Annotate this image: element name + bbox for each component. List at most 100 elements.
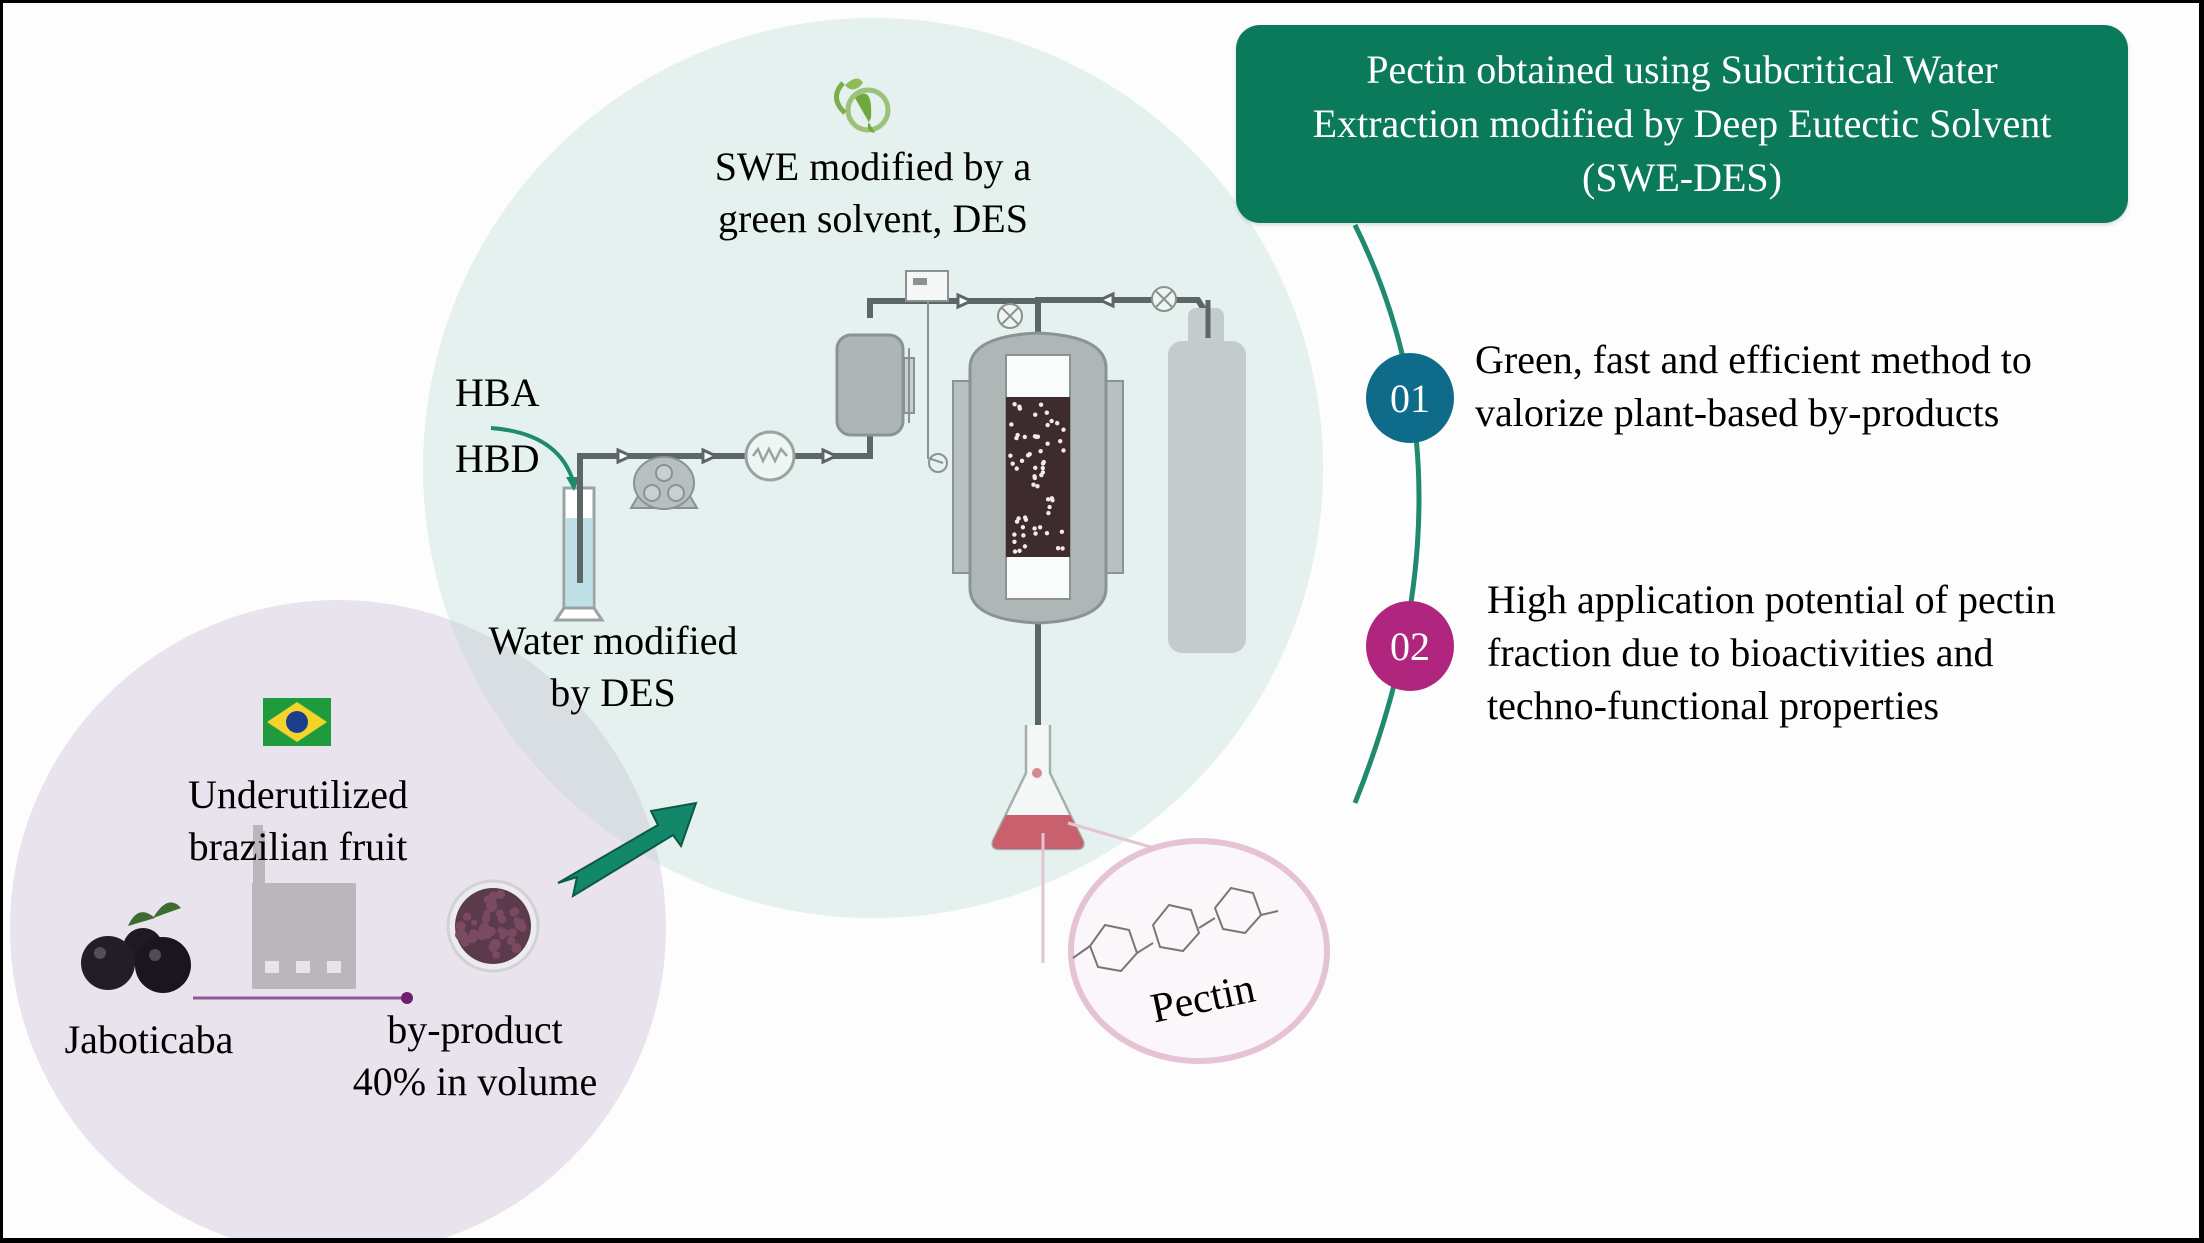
jaboticaba-fruit-icon xyxy=(81,902,191,993)
water-label-line-2: by DES xyxy=(550,670,676,715)
summary-header: Pectin obtained using Subcritical Water … xyxy=(1236,25,2128,223)
point-01-line-2: valorize plant-based by-products xyxy=(1475,390,2000,435)
point-02-line-2: fraction due to bioactivities and xyxy=(1487,630,1994,675)
particle xyxy=(1044,410,1050,415)
particle xyxy=(1017,404,1022,409)
water-label-line-1: Water modified xyxy=(488,618,738,663)
process-title: SWE modified by a green solvent, DES xyxy=(683,141,1063,245)
source-title-line-1: Underutilized xyxy=(188,772,408,817)
byproduct-connector xyxy=(193,992,413,1004)
byproduct-grain xyxy=(497,915,507,924)
timeline-arc xyxy=(1352,223,1422,804)
byproduct-label: by-product 40% in volume xyxy=(325,1004,625,1108)
particle xyxy=(1037,525,1043,530)
particle xyxy=(1047,504,1052,510)
green-earth-leaf-icon xyxy=(834,78,891,133)
solvent-reservoir xyxy=(835,333,915,437)
water-modified-label: Water modified by DES xyxy=(463,615,763,719)
byproduct-line-1: by-product xyxy=(387,1007,563,1052)
byproduct-grain xyxy=(500,928,510,938)
byproduct-line-2: 40% in volume xyxy=(352,1059,598,1104)
particle xyxy=(1045,497,1051,502)
hba-hbd-arrow xyxy=(490,426,575,482)
heat-exchanger xyxy=(744,430,796,482)
byproduct-grain xyxy=(506,936,516,946)
particle xyxy=(1038,449,1043,454)
byproduct-grain xyxy=(517,920,525,928)
valve-2 xyxy=(1151,286,1177,312)
particle xyxy=(1020,525,1026,530)
byproduct-grain xyxy=(513,916,520,923)
byproduct-grain xyxy=(488,891,498,901)
particle xyxy=(1012,539,1017,544)
point-02-badge: 02 xyxy=(1366,601,1454,691)
particle xyxy=(1033,412,1038,417)
byproduct-grain xyxy=(471,919,478,926)
particle xyxy=(1049,418,1054,424)
byproduct-grain xyxy=(510,907,520,916)
particle xyxy=(1019,458,1025,464)
collection-flask xyxy=(991,725,1085,851)
byproduct-grain xyxy=(483,909,491,918)
particle xyxy=(1049,496,1055,501)
valve-1 xyxy=(997,303,1023,329)
particle xyxy=(1012,532,1017,537)
pump xyxy=(629,456,699,510)
process-title-line-2: green solvent, DES xyxy=(718,196,1028,241)
pectin-structure xyxy=(1072,886,1279,973)
point-01-badge: 01 xyxy=(1366,353,1454,443)
particle xyxy=(1038,402,1044,407)
particle xyxy=(1035,484,1040,489)
swe-apparatus-diagram xyxy=(81,78,1330,1064)
byproduct-grain xyxy=(460,937,470,947)
byproduct-grain xyxy=(455,921,466,932)
pectin-bubble xyxy=(1068,838,1330,1064)
source-title-line-2: brazilian fruit xyxy=(188,824,408,869)
particle xyxy=(1022,434,1027,440)
particle xyxy=(1059,529,1065,534)
byproduct-grain xyxy=(462,912,472,921)
factory-icon xyxy=(252,825,356,989)
point-01-text: Green, fast and efficient method to valo… xyxy=(1475,333,2032,439)
point-02-line-3: techno-functional properties xyxy=(1487,683,1940,728)
point-02-line-1: High application potential of pectin xyxy=(1487,577,2056,622)
byproduct-grain xyxy=(487,927,494,935)
flow-arrow-to-extraction xyxy=(557,801,698,899)
point-02-number: 02 xyxy=(1390,623,1430,669)
byproduct-bowl-icon xyxy=(446,879,540,973)
particle xyxy=(1045,441,1050,446)
particle xyxy=(1032,526,1037,531)
hba-label: HBA xyxy=(455,370,540,415)
byproduct-grain xyxy=(487,898,497,908)
particle xyxy=(1055,420,1060,426)
particle xyxy=(1040,465,1046,471)
particle xyxy=(1010,461,1015,466)
point-01-line-1: Green, fast and efficient method to xyxy=(1475,337,2032,382)
byproduct-grain xyxy=(495,889,506,900)
particle xyxy=(1032,474,1037,479)
particle xyxy=(1008,453,1013,458)
particle xyxy=(1040,470,1046,475)
gas-cylinder xyxy=(1168,300,1246,653)
brazil-flag-icon xyxy=(263,698,331,746)
particle xyxy=(1060,546,1065,551)
particle xyxy=(1046,510,1051,516)
temperature-controller xyxy=(905,270,949,473)
particle xyxy=(1041,459,1046,465)
particle xyxy=(1057,438,1063,444)
particle xyxy=(1045,422,1050,428)
particle xyxy=(1021,533,1026,538)
source-title: Underutilized brazilian fruit xyxy=(148,769,448,873)
particle xyxy=(1014,519,1020,524)
point-02-text: High application potential of pectin fra… xyxy=(1487,573,2056,732)
particle xyxy=(1022,515,1028,520)
particle xyxy=(1022,544,1028,549)
particle xyxy=(1055,545,1061,551)
particle xyxy=(1015,432,1020,438)
byproduct-grain xyxy=(508,928,517,937)
particle xyxy=(1033,531,1038,536)
flow-arrows xyxy=(616,291,1115,465)
process-circle-bg xyxy=(423,18,1323,918)
particle xyxy=(1012,549,1018,554)
